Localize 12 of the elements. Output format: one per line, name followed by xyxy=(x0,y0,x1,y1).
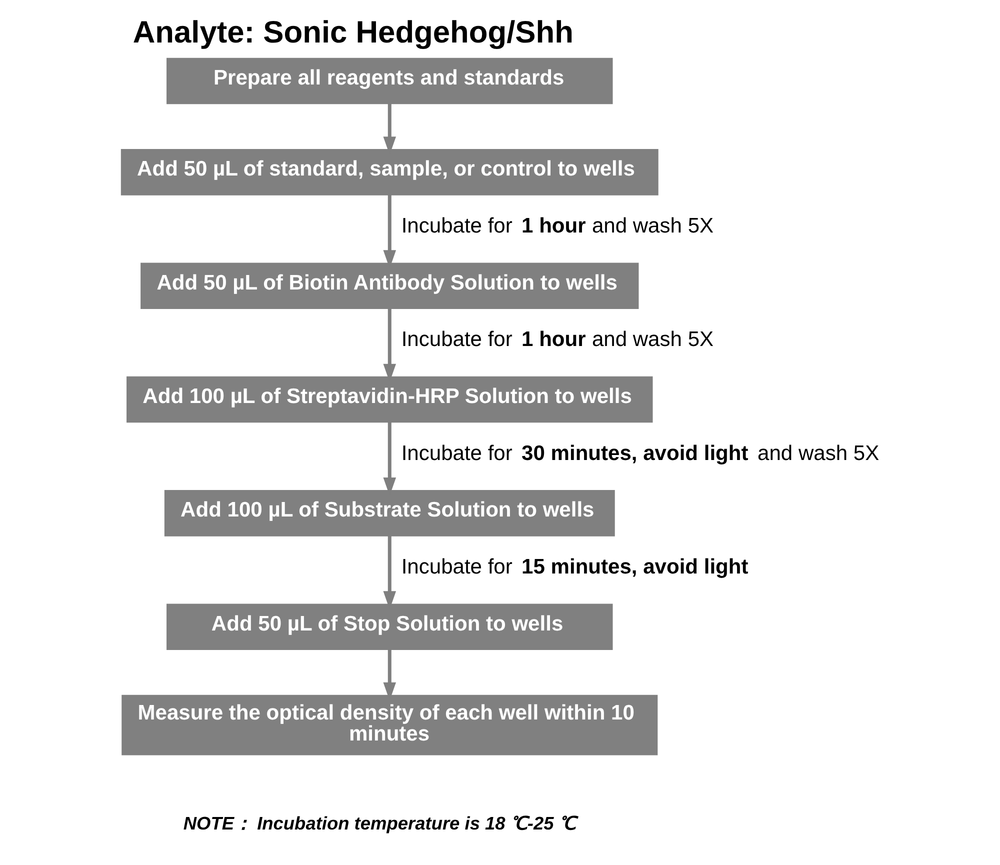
node-box: Prepare all reagents and standards xyxy=(166,58,612,104)
node-box: Measure the optical density of each well within 10 minutes xyxy=(121,694,658,756)
diagram-title: Analyte: Sonic Hedgehog/Shh xyxy=(132,14,573,50)
node-box: Add 50 µL of Stop Solution to wells xyxy=(166,604,612,650)
edge-label: Incubate for 1 hour and wash 5X xyxy=(400,328,714,352)
node-box: Add 100 µL of Streptavidin-HRP Solution to wells xyxy=(126,376,652,423)
edge-label: Incubate for 15 minutes, avoid light xyxy=(400,556,748,579)
node-box: Add 100 µL of Substrate Solution to wells xyxy=(164,490,614,536)
node-box: Add 50 µL of standard, sample, or control to wells xyxy=(120,149,658,196)
edge-label: Incubate for 30 minutes, avoid light and wash 5X xyxy=(400,442,879,465)
edge-label: Incubate for 1 hour and wash 5X xyxy=(400,214,714,238)
node-box: Add 50 µL of Biotin Antibody Solution to wells xyxy=(140,262,638,310)
